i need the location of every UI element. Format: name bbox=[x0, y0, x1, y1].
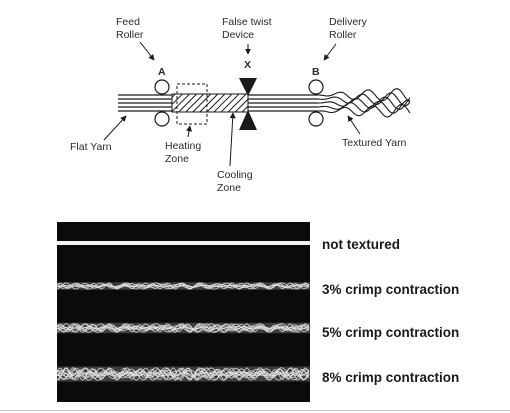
textured-yarn-lines bbox=[317, 88, 411, 118]
textured-yarn-strand bbox=[317, 92, 411, 107]
sample-label-3: 8% crimp contraction bbox=[322, 370, 460, 385]
detwisted-yarn-lines bbox=[248, 94, 318, 112]
textured-yarn-strand bbox=[317, 88, 411, 103]
yarn-samples-photo bbox=[57, 222, 310, 402]
point-a-label: A bbox=[158, 66, 166, 78]
flat-yarn-label: Flat Yarn bbox=[70, 141, 112, 153]
sample-label-0: not textured bbox=[322, 237, 401, 252]
sample-label-2: 5% crimp contraction bbox=[322, 325, 460, 340]
feed-roller-label: Feed Roller bbox=[116, 16, 144, 41]
yarn-sample-1 bbox=[57, 282, 310, 290]
bottom-divider bbox=[0, 410, 510, 411]
yarn-sample-2 bbox=[57, 322, 310, 334]
cooling-zone-label: Cooling Zone bbox=[217, 169, 256, 194]
yarn-sample-3 bbox=[57, 366, 310, 382]
flat-yarn-lines bbox=[118, 94, 178, 112]
feed-roller-top bbox=[154, 79, 170, 95]
textured-yarn-strand bbox=[317, 103, 411, 118]
false-twist-texturing-diagram: Feed Roller A False twist Device X Deliv… bbox=[70, 16, 411, 194]
sample-label-1: 3% crimp contraction bbox=[322, 282, 460, 297]
textured-yarn-label: Textured Yarn bbox=[342, 137, 407, 149]
yarn-sample-0 bbox=[57, 241, 310, 245]
delivery-roller-bottom bbox=[308, 111, 324, 127]
point-x-label: X bbox=[244, 59, 251, 71]
twisted-yarn-section bbox=[171, 93, 249, 113]
heating-zone-label: Heating Zone bbox=[165, 140, 204, 165]
textured-yarn-strand bbox=[318, 96, 411, 110]
delivery-roller-label: Delivery Roller bbox=[329, 16, 370, 41]
feed-roller-bottom bbox=[154, 111, 170, 127]
false-twist-label: False twist Device bbox=[222, 16, 275, 41]
point-b-label: B bbox=[312, 66, 320, 78]
heating-zone-box bbox=[176, 83, 208, 125]
false-twist-device bbox=[239, 78, 257, 130]
delivery-roller-top bbox=[308, 79, 324, 95]
textured-yarn-strand bbox=[317, 99, 411, 114]
